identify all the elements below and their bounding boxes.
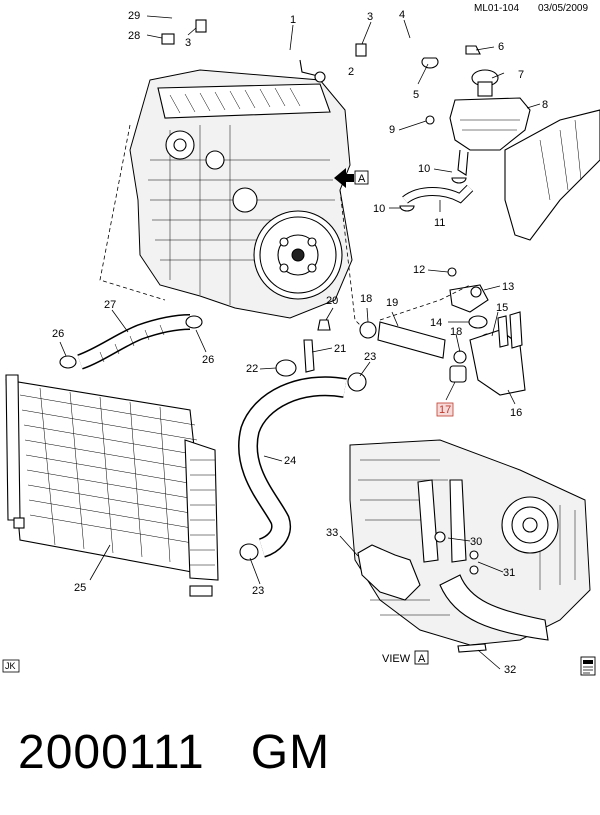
- clamp-23-lower: [239, 543, 259, 561]
- callout-31: 31: [503, 567, 515, 579]
- bolt-12: [447, 267, 457, 277]
- hose-11: [402, 185, 473, 203]
- callout-2: 2: [348, 66, 354, 78]
- bolt-31-b: [469, 565, 479, 575]
- view-a-label: VIEW: [382, 653, 411, 665]
- lower-radiator-hose-24: [239, 377, 347, 557]
- cap-2: [314, 71, 326, 83]
- callout-27: 27: [104, 299, 116, 311]
- callout-30: 30: [470, 536, 482, 548]
- clip-28: [161, 33, 175, 45]
- callout-25: 25: [74, 582, 86, 594]
- clamp-10-lower: [399, 205, 415, 212]
- callout-32: 32: [504, 664, 516, 676]
- jk-box: [2, 659, 20, 673]
- leader-lines: [59, 15, 541, 670]
- clamp-10-upper: [451, 177, 467, 184]
- clamp-26-right: [185, 315, 203, 329]
- cooling-system-diagram: ML01-104 03/05/2009 A: [2, 3, 600, 676]
- callout-26-right: 26: [202, 354, 214, 366]
- callout-14: 14: [430, 317, 442, 329]
- bolt-32: [457, 643, 487, 653]
- callout-4: 4: [399, 9, 405, 21]
- bolt-31-a: [469, 550, 479, 560]
- seal-14: [468, 315, 488, 329]
- diagram-code: ML01-104: [474, 3, 519, 14]
- seal-18-right: [453, 350, 467, 364]
- clamp-6: [465, 45, 481, 55]
- callout-12: 12: [413, 264, 425, 276]
- callout-17: 17: [439, 404, 451, 416]
- callout-3-left: 3: [185, 37, 191, 49]
- view-a-box: [414, 650, 429, 665]
- callout-8: 8: [542, 99, 548, 111]
- surge-tank: [425, 69, 531, 176]
- callout-28: 28: [128, 30, 140, 42]
- callout-16: 16: [510, 407, 522, 419]
- coolant-pipe: [439, 574, 549, 641]
- callout-18-left: 18: [360, 293, 372, 305]
- seal-18-left: [359, 321, 377, 339]
- callout-9: 9: [389, 124, 395, 136]
- callout-24: 24: [284, 455, 296, 467]
- diagram-date: 03/05/2009: [538, 3, 588, 14]
- callout-5: 5: [413, 89, 419, 101]
- callout-13: 13: [502, 281, 514, 293]
- body-frame: [504, 109, 600, 241]
- bolt-9: [425, 115, 435, 125]
- clamp-3: [355, 43, 367, 57]
- view-a-arrow: A: [334, 168, 369, 188]
- jk-mark: JK: [5, 661, 16, 671]
- gasket-17: [449, 365, 467, 383]
- callout-6: 6: [498, 41, 504, 53]
- callout-17-highlight: [436, 402, 454, 417]
- clamp-26-left: [59, 355, 77, 369]
- callout-19: 19: [386, 297, 398, 309]
- callout-3: 3: [367, 11, 373, 23]
- housing-33: [357, 544, 421, 601]
- callout-10-upper: 10: [418, 163, 430, 175]
- view-a-box-letter: A: [418, 653, 426, 665]
- callout-11: 11: [434, 217, 445, 229]
- callout-20: 20: [326, 295, 338, 307]
- callout-10-lower: 10: [373, 203, 385, 215]
- bottom-caption: 2000111 GM: [18, 712, 588, 792]
- callout-29: 29: [128, 10, 140, 22]
- part-number: 2000111: [18, 725, 205, 779]
- callout-23-lower: 23: [252, 585, 264, 597]
- callout-18-right: 18: [450, 326, 462, 338]
- clamp-5: [421, 57, 439, 69]
- thermostat-housing-13: [449, 284, 489, 313]
- brand-name: GM: [250, 725, 331, 779]
- bracket-20: [317, 319, 331, 331]
- view-a-detail: [349, 439, 591, 653]
- callout-1: 1: [290, 14, 296, 26]
- document-icon: [580, 656, 596, 676]
- pipe-19: [377, 321, 446, 359]
- clamp-22: [275, 359, 297, 377]
- callout-22: 22: [246, 363, 258, 375]
- callout-23-upper: 23: [364, 351, 376, 363]
- callout-26-left: 26: [52, 328, 64, 340]
- callout-15: 15: [496, 302, 508, 314]
- callout-33: 33: [326, 527, 338, 539]
- upper-radiator-hose-27: [77, 315, 191, 369]
- radiator-25: [5, 374, 219, 597]
- clamp-3-left: [195, 19, 207, 33]
- sensor-30: [434, 531, 446, 543]
- clamp-23-upper: [347, 372, 367, 392]
- engine-assembly: [99, 69, 361, 326]
- callout-7: 7: [518, 69, 524, 81]
- view-a-letter: A: [358, 173, 366, 185]
- bracket-21: [303, 339, 315, 373]
- callout-21: 21: [334, 343, 346, 355]
